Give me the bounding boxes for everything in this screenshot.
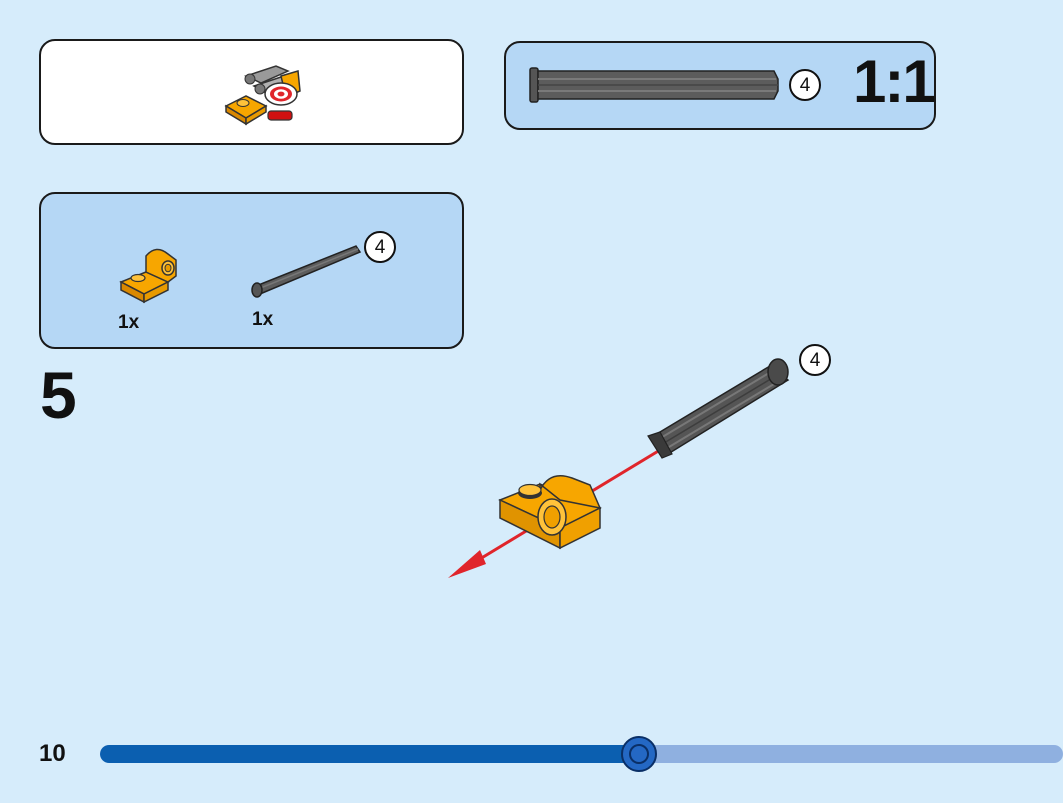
insert-arrow-head — [448, 550, 486, 578]
part-axle-length-badge: 4 — [364, 231, 396, 263]
axle-scale-illustration — [529, 67, 779, 103]
page-number: 10 — [39, 740, 66, 767]
assembly-axle-length-badge: 4 — [799, 344, 831, 376]
parts-list-callout: 1x 4 1x — [39, 192, 464, 349]
assembly-axle — [647, 358, 790, 459]
part-axle — [251, 245, 362, 298]
progress-knob[interactable] — [621, 736, 658, 772]
part-axle-qty: 1x — [252, 309, 274, 330]
part-orange-plate-qty: 1x — [118, 312, 140, 333]
progress-bar — [100, 745, 1063, 763]
scale-label: 1:1 — [853, 48, 936, 115]
progress-bar-fill — [100, 745, 640, 763]
step-number: 5 — [40, 358, 77, 432]
assembly-orange-plate — [498, 475, 602, 550]
scale-callout: 4 — [504, 41, 936, 130]
assembly-illustration — [448, 358, 790, 578]
submodel-illustration — [224, 65, 301, 126]
axle-length-badge: 4 — [789, 69, 821, 101]
part-orange-plate — [119, 248, 177, 304]
submodel-callout — [39, 39, 464, 145]
